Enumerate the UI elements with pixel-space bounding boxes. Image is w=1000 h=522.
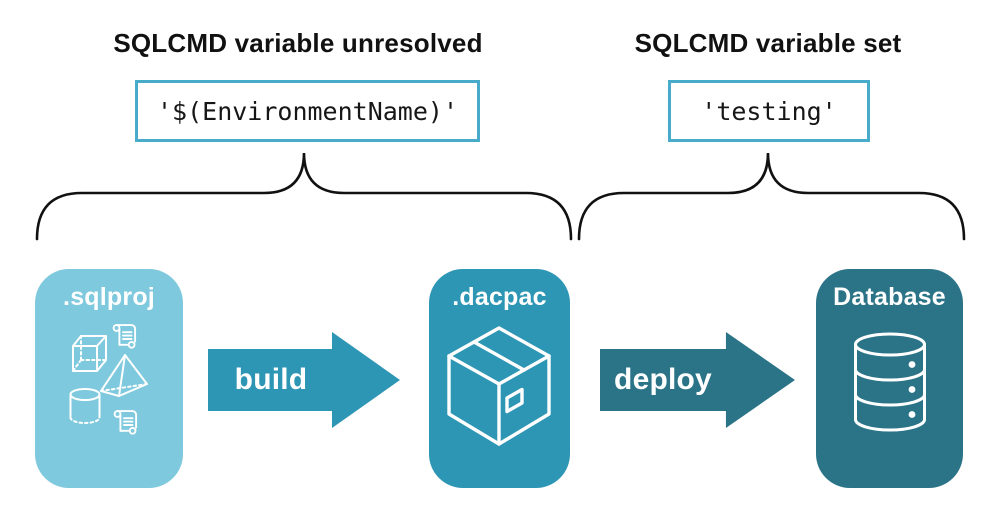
scroll-icon bbox=[109, 320, 139, 350]
database-icon bbox=[852, 332, 928, 432]
stage-dacpac: .dacpac bbox=[429, 269, 570, 488]
cylinder-icon bbox=[68, 387, 102, 425]
cube-icon bbox=[69, 333, 111, 375]
curly-brace-left bbox=[35, 152, 573, 241]
build-arrow: build bbox=[208, 332, 400, 428]
curly-brace-right bbox=[577, 152, 966, 241]
deploy-arrow-label: deploy bbox=[614, 363, 712, 396]
stage-database-label: Database bbox=[833, 283, 946, 311]
heading-variable-set: SQLCMD variable set bbox=[634, 28, 902, 58]
code-box-environment-name: '$(EnvironmentName)' bbox=[135, 80, 480, 142]
scroll-icon bbox=[110, 406, 140, 436]
code-text-environment-name: '$(EnvironmentName)' bbox=[156, 96, 459, 126]
stage-sqlproj-label: .sqlproj bbox=[63, 283, 155, 311]
build-arrow-label: build bbox=[234, 363, 308, 396]
stage-sqlproj: .sqlproj bbox=[35, 269, 183, 488]
package-box-icon bbox=[446, 325, 552, 449]
code-box-testing: 'testing' bbox=[668, 80, 870, 142]
heading-variable-unresolved: SQLCMD variable unresolved bbox=[113, 28, 483, 58]
deploy-arrow: deploy bbox=[600, 332, 795, 428]
stage-dacpac-label: .dacpac bbox=[452, 283, 547, 311]
pyramid-icon bbox=[99, 353, 149, 397]
stage-database: Database bbox=[816, 269, 963, 488]
code-text-testing: 'testing' bbox=[701, 96, 837, 126]
